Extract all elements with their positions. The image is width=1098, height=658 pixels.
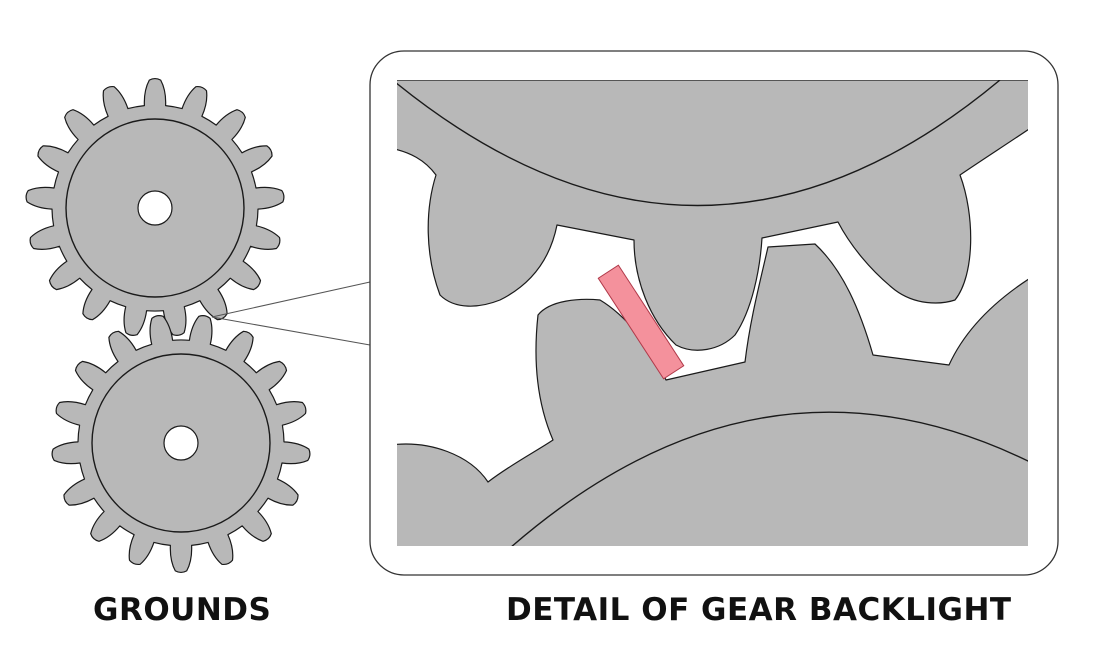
caption-detail: DETAIL OF GEAR BACKLIGHT <box>506 592 1012 628</box>
lower-gear-bore-hole <box>163 425 199 461</box>
detail-panel <box>369 50 1059 576</box>
lower-gear <box>51 314 311 574</box>
backlash-marker <box>597 264 685 380</box>
upper-gear-bore-hole <box>137 190 173 226</box>
callout-lines <box>211 281 371 346</box>
detail-upper-gear <box>397 80 1028 351</box>
caption-grounds: GROUNDS <box>93 592 272 628</box>
upper-gear <box>25 77 285 337</box>
